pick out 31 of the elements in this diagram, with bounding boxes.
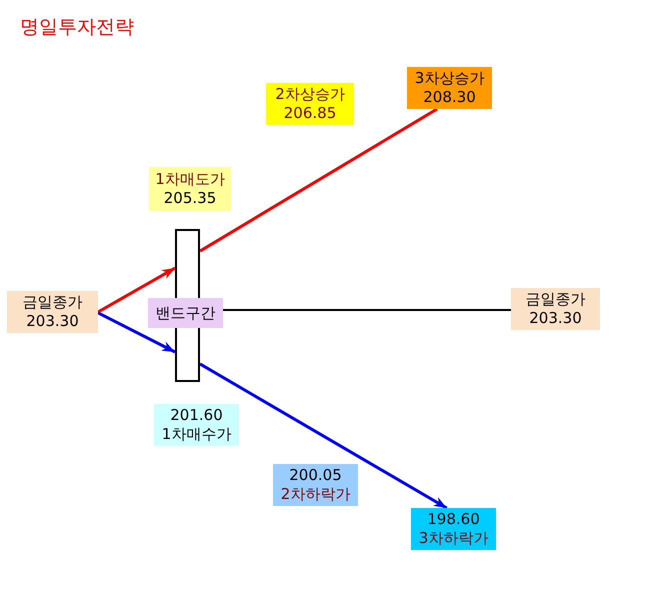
price-box <box>273 464 358 506</box>
price-label: 2차상승가 <box>275 85 345 104</box>
price-box <box>7 291 98 333</box>
price-box <box>154 404 239 446</box>
price-value: 198.60 <box>427 510 480 529</box>
price-label: 금일종가 <box>526 290 586 309</box>
price-value: 208.30 <box>423 88 476 107</box>
price-label: 1차매수가 <box>162 425 232 444</box>
price-box <box>411 508 496 550</box>
price-value: 201.60 <box>170 406 223 425</box>
price-box <box>511 288 600 330</box>
price-label: 3차하락가 <box>418 529 488 548</box>
diagram-title: 명일투자전략 <box>20 15 134 39</box>
band-label: 밴드구간 <box>148 298 223 328</box>
price-value: 206.85 <box>284 104 336 123</box>
price-box <box>266 83 354 125</box>
arrow <box>199 362 448 510</box>
price-box <box>407 67 492 109</box>
price-label: 1차매도가 <box>155 170 225 189</box>
price-label: 2차하락가 <box>280 485 350 504</box>
arrow <box>97 266 176 314</box>
price-value: 205.35 <box>164 189 216 208</box>
arrow <box>97 312 176 354</box>
price-value: 203.30 <box>529 309 582 328</box>
connector-line <box>223 309 511 311</box>
price-label: 3차상승가 <box>414 69 484 88</box>
price-box <box>149 167 231 211</box>
connector-line <box>199 108 438 252</box>
price-value: 200.05 <box>289 466 342 485</box>
price-value: 203.30 <box>26 312 79 331</box>
price-label: 금일종가 <box>22 293 82 312</box>
